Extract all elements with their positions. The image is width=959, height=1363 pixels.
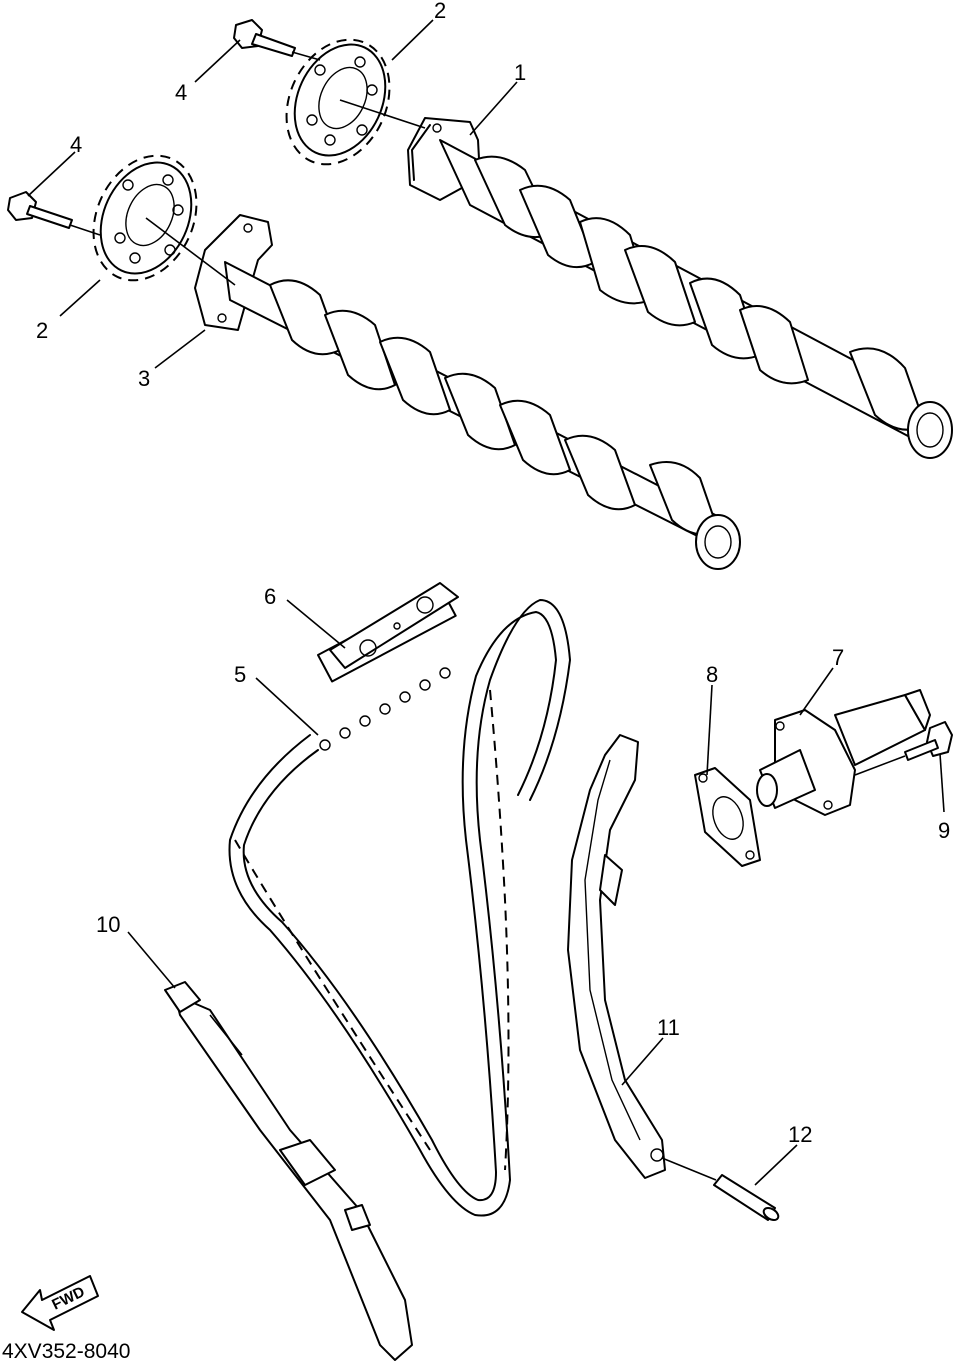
- callout-11: 11: [657, 1015, 680, 1040]
- callout-4-lower: 4: [70, 132, 82, 157]
- tensioner-bolt: [854, 721, 953, 776]
- callout-6: 6: [264, 584, 276, 609]
- cam-sprocket-lower: [92, 154, 236, 286]
- callout-8: 8: [706, 662, 718, 687]
- callout-9: 9: [938, 818, 950, 843]
- fwd-arrow: FWD: [21, 1275, 99, 1331]
- chain-guide-intake: [567, 734, 666, 1179]
- sprocket-bolt-lower: [7, 191, 101, 236]
- callout-2-lower: 2: [36, 318, 48, 343]
- sprocket-bolt-upper: [233, 19, 321, 61]
- camshaft-upper: [407, 117, 953, 459]
- leader-lines: [27, 19, 945, 1186]
- guide-pin: [661, 1157, 780, 1221]
- chain-guide-top: [329, 582, 459, 669]
- callout-labels: 1 2 2 3 4 4 5 6 7 8 9 10 11 12: [36, 0, 950, 1147]
- chain-guide-exhaust: [164, 981, 413, 1361]
- callout-1: 1: [514, 60, 526, 85]
- callout-7: 7: [832, 645, 844, 670]
- callout-5: 5: [234, 662, 246, 687]
- callout-4-upper: 4: [175, 80, 187, 105]
- camshaft-lower: [194, 214, 741, 570]
- chain-tensioner: [756, 689, 931, 816]
- callout-3: 3: [138, 366, 150, 391]
- diagram-code: 4XV352-8040: [2, 1340, 130, 1363]
- callout-12: 12: [788, 1122, 812, 1147]
- callout-10: 10: [96, 912, 120, 937]
- callout-2-upper: 2: [434, 0, 446, 23]
- tensioner-gasket: [694, 767, 761, 867]
- cam-sprocket-upper: [285, 38, 426, 166]
